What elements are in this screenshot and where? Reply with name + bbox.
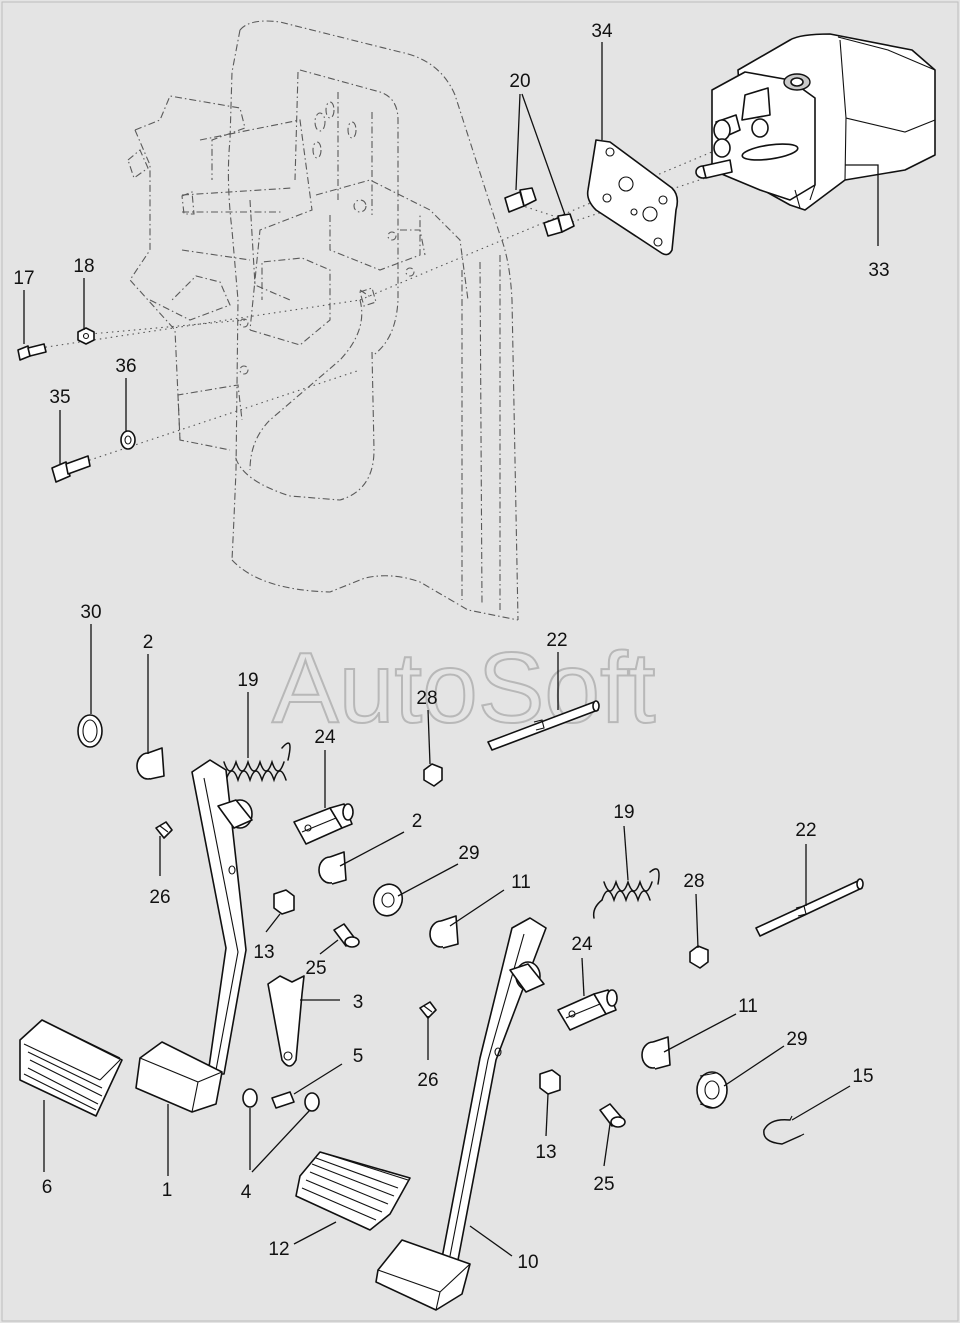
master-cylinder — [695, 33, 936, 211]
watermark-text: AutoSoft — [272, 632, 656, 744]
label-11-left: 11 — [511, 872, 531, 893]
gasket — [586, 139, 679, 256]
brake-pedal-pad — [295, 1151, 411, 1231]
label-28-left: 28 — [416, 688, 437, 709]
label-18: 18 — [73, 256, 94, 277]
clutch-pedal-pad — [19, 1019, 123, 1117]
label-20: 20 — [509, 71, 530, 92]
leader-lines — [23, 42, 879, 1257]
label-1: 1 — [162, 1180, 173, 1201]
label-29-left: 29 — [458, 843, 479, 864]
pins-and-washers — [242, 923, 626, 1128]
washers-and-bushings — [77, 714, 728, 1109]
alignment-lines — [39, 137, 761, 463]
label-13-right: 13 — [535, 1142, 556, 1163]
label-30: 30 — [80, 602, 101, 623]
label-19-left: 19 — [237, 670, 258, 691]
label-17: 17 — [13, 268, 34, 289]
label-28-right: 28 — [683, 871, 704, 892]
label-36: 36 — [115, 356, 136, 377]
pedal-plate — [267, 975, 305, 1067]
label-25-left: 25 — [305, 958, 326, 979]
label-13-left: 13 — [253, 942, 274, 963]
clevis-forks — [293, 803, 618, 1031]
label-24-right: 24 — [571, 934, 593, 955]
part-labels: 34 20 33 17 18 36 35 30 2 19 22 28 24 2 … — [13, 21, 889, 1273]
label-15: 15 — [852, 1066, 873, 1087]
label-35: 35 — [49, 387, 70, 408]
brake-pedal-lever — [375, 917, 547, 1311]
label-3: 3 — [353, 992, 364, 1013]
label-33: 33 — [868, 260, 889, 281]
clips — [155, 821, 437, 1019]
label-26-right: 26 — [417, 1070, 438, 1091]
label-25-right: 25 — [593, 1174, 614, 1195]
retaining-ring — [763, 1115, 805, 1145]
label-12: 12 — [268, 1239, 289, 1260]
return-springs — [213, 742, 660, 919]
label-10: 10 — [517, 1252, 538, 1273]
bolt-and-washer — [51, 430, 136, 483]
label-22-right: 22 — [795, 820, 816, 841]
pedal-shafts — [487, 700, 864, 937]
label-11-right: 11 — [738, 996, 758, 1017]
label-6: 6 — [42, 1177, 53, 1198]
label-29-right: 29 — [786, 1029, 807, 1050]
label-2-middle: 2 — [412, 811, 423, 832]
label-2-left: 2 — [143, 632, 154, 653]
nuts-and-spacers — [273, 763, 709, 1095]
label-5: 5 — [353, 1046, 364, 1067]
label-19-right: 19 — [613, 802, 634, 823]
bleeder-screws — [504, 187, 575, 237]
label-34: 34 — [591, 21, 613, 42]
label-4: 4 — [241, 1182, 252, 1203]
bolt-and-nut — [17, 327, 95, 361]
phantom-bracket — [127, 20, 519, 621]
label-22-top: 22 — [546, 630, 567, 651]
clutch-pedal-lever — [135, 759, 253, 1113]
label-24-left: 24 — [314, 727, 336, 748]
label-26-left: 26 — [149, 887, 170, 908]
